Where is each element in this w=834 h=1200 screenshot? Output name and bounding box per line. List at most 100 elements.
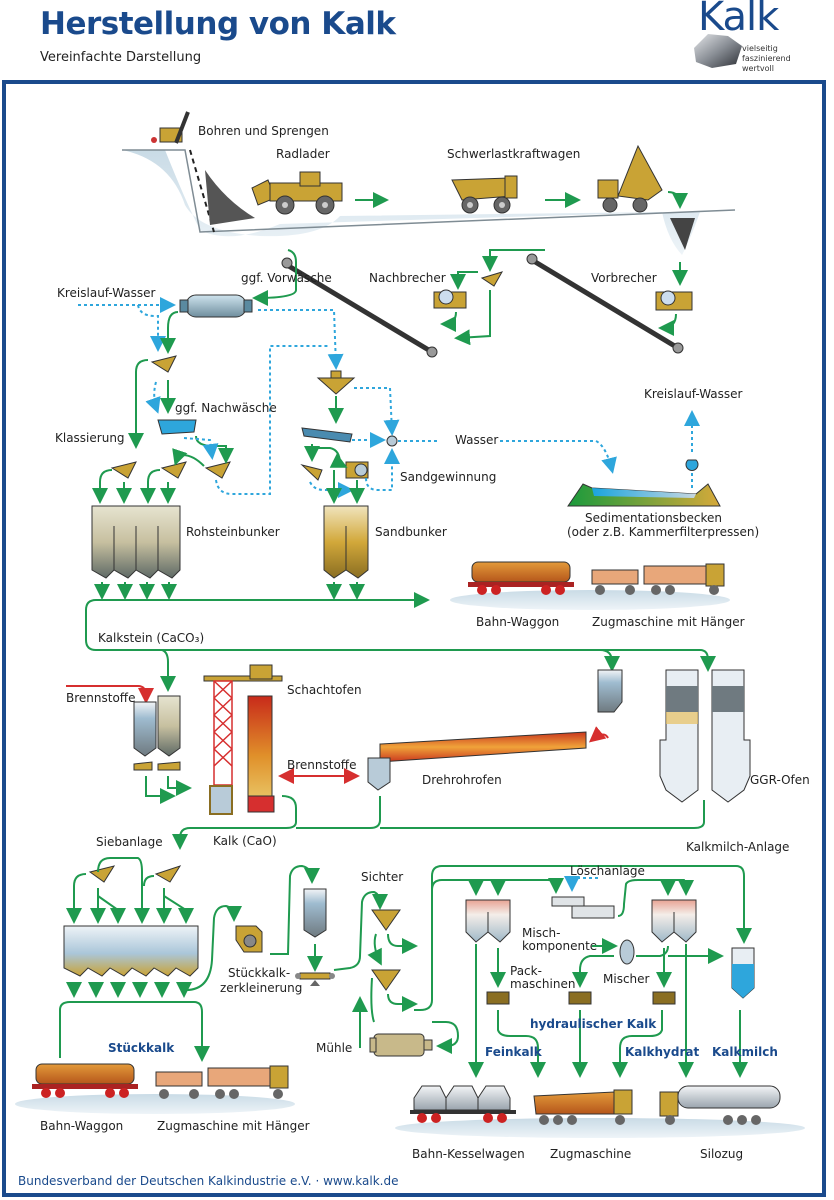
flow-arrow (658, 313, 677, 336)
truck-trailer-icon (155, 1065, 289, 1099)
label-secondary-crusher: Nachbrecher (369, 271, 446, 285)
flow-arrow (367, 933, 382, 966)
label-limestone: Kalkstein (CaCO₃) (98, 631, 204, 645)
flow-arrow (172, 448, 205, 467)
lime-bunker-outputs (66, 982, 192, 998)
label-fuels-1: Brennstoffe (66, 691, 135, 705)
water-collector-icon (386, 435, 398, 447)
label-sand-bunker: Sandbunker (375, 525, 447, 539)
flow-arrow (270, 864, 320, 955)
flow-arrow (454, 290, 491, 346)
flow-arrow (314, 447, 348, 468)
wheel-loader-icon (251, 171, 343, 215)
label-rail-waggon-2: Bahn-Waggon (40, 1119, 123, 1133)
footer-url[interactable]: www.kalk.de (323, 1174, 399, 1188)
ggr-kiln-icon (659, 669, 751, 803)
transport-2: Bahn-Waggon Zugmaschine mit Hänger Bahn-… (15, 1063, 805, 1161)
flow-arrow (333, 890, 388, 971)
intermediate-silo-icon (303, 888, 327, 938)
flow-arrow (387, 993, 418, 1012)
water-flow (258, 309, 344, 370)
label-mixer: Mischer (603, 972, 650, 986)
water-flow (500, 440, 617, 474)
flow-arrow (160, 649, 176, 692)
flow-arrow (387, 933, 418, 954)
tagline-2: faszinierend (742, 54, 791, 63)
label-mill: Mühle (316, 1041, 352, 1055)
label-rail-tank-wagon: Bahn-Kesselwagen (412, 1147, 525, 1161)
crushing-section: ggf. Vorwäsche Kreislauf-Wasser Nachbrec… (57, 249, 693, 370)
conveyor-belt-1 (285, 262, 434, 355)
packing-machines (486, 991, 676, 1005)
pump-icon (685, 459, 699, 471)
diagram-frame (2, 80, 826, 1197)
water-flow (365, 448, 400, 491)
flow-arrow (667, 191, 688, 209)
prewash-drum-icon (179, 294, 253, 318)
label-primary-crusher: Vorbrecher (591, 271, 657, 285)
screen-icon (154, 865, 182, 883)
logo-tagline: vielseitig faszinierend wertvoll (742, 44, 791, 74)
secondary-crusher-icon (433, 289, 467, 309)
flow-arrow (440, 311, 457, 332)
label-fuels-2: Brennstoffe (287, 758, 356, 772)
label-sedimentation-note: (oder z.B. Kammerfilterpressen) (567, 525, 759, 539)
lime-flow (296, 796, 381, 829)
label-screening: Siebanlage (96, 835, 163, 849)
label-mix-component-2: komponente (522, 939, 597, 953)
crusher-pit-rocks (670, 218, 695, 250)
conveyor-belt-2 (530, 257, 680, 351)
label-ggr-kiln: GGR-Ofen (750, 773, 810, 787)
water-flow (145, 381, 161, 414)
label-rotary-kiln: Drehrohrofen (422, 773, 502, 787)
rock-pile (205, 170, 255, 225)
sand-bunker-icon (323, 505, 369, 579)
label-circuit-water-return: Kreislauf-Wasser (644, 387, 743, 401)
label-circuit-water: Kreislauf-Wasser (57, 286, 156, 300)
milk-tank-icon (731, 947, 755, 999)
label-tractor: Zugmaschine (550, 1147, 631, 1161)
label-prewash: ggf. Vorwäsche (241, 271, 332, 285)
slaker-icon (551, 896, 615, 919)
raw-stone-bunker-icon (91, 505, 181, 579)
truck-trailer-icon (591, 563, 725, 595)
label-loader: Radlader (276, 147, 330, 161)
label-milk-of-lime: Kalkmilch (712, 1045, 778, 1059)
logo-word: Kalk (698, 0, 779, 40)
flow-arrow (431, 877, 564, 894)
page-subtitle: Vereinfachte Darstellung (40, 50, 202, 65)
rail-waggon-icon (32, 1063, 138, 1098)
flow-arrow (128, 359, 149, 449)
footer: Bundesverband der Deutschen Kalkindustri… (18, 1174, 398, 1188)
mixer-icon (619, 939, 635, 965)
water-flow (215, 345, 330, 495)
fuel-silos-icon (133, 695, 181, 771)
mill-icon (369, 1033, 433, 1057)
tagline-1: vielseitig (742, 44, 778, 53)
label-drilling: Bohren und Sprengen (198, 124, 329, 138)
label-rail-waggon: Bahn-Waggon (476, 615, 559, 629)
label-classification: Klassierung (55, 431, 125, 445)
flow-arrow (252, 249, 297, 306)
flow-arrow (167, 776, 192, 796)
water-flow (564, 875, 598, 892)
label-shaft-kiln: Schachtofen (287, 683, 362, 697)
label-lump-lime: Stückkalk (108, 1041, 175, 1055)
classifier-icon (371, 969, 401, 991)
label-post-wash: ggf. Nachwäsche (175, 401, 277, 415)
screen-icon (88, 865, 116, 883)
burning-section: Brennstoffe Schachtofen Brennstoffe (66, 664, 810, 850)
footer-separator: · (315, 1174, 320, 1188)
bunker-feed-arrows (92, 469, 365, 504)
rock-icon (694, 34, 742, 68)
rail-tank-wagon-icon (410, 1085, 516, 1123)
preheater-silo-icon (597, 669, 623, 713)
hydrated-lime-silo-icon (651, 899, 697, 943)
flow-arrow (664, 879, 694, 896)
classification-section: Klassierung ggf. Nachwäsche Wasser Sandg… (55, 345, 759, 692)
flow-arrow (195, 435, 234, 464)
label-packing-1: Pack- (510, 964, 542, 978)
processing-section: Siebanlage Stückkalk- (59, 835, 789, 1078)
label-truck-trailer-2: Zugmaschine mit Hänger (157, 1119, 310, 1133)
